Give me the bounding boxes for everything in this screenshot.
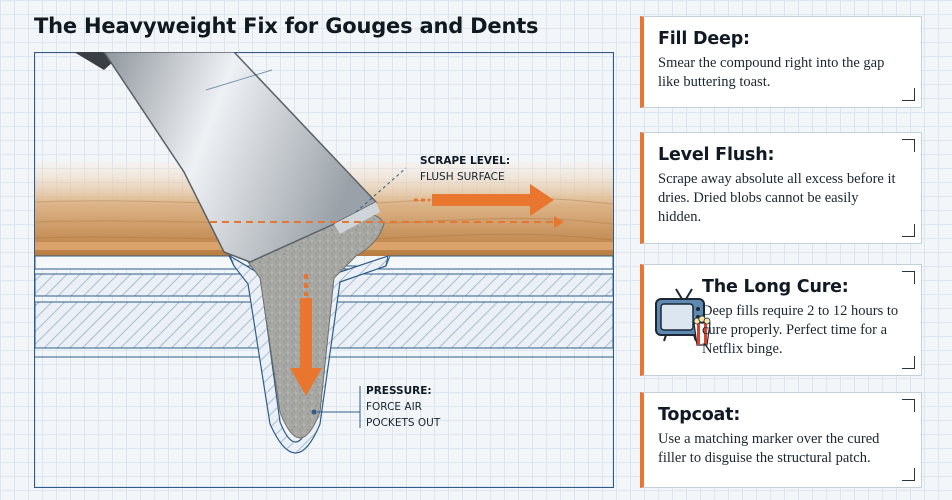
card-long-cure: The Long Cure: Deep fills require 2 to 1… bbox=[640, 264, 922, 376]
card-text: Scrape away absolute all excess before i… bbox=[658, 171, 896, 225]
pressure-line-2: POCKETS OUT bbox=[366, 417, 441, 429]
putty-knife-icon bbox=[74, 52, 380, 263]
diagram-frame bbox=[34, 52, 614, 488]
gouge-wall bbox=[228, 254, 389, 454]
corner-mark bbox=[902, 468, 915, 481]
popcorn-icon bbox=[693, 315, 711, 346]
corner-mark bbox=[902, 139, 915, 152]
corner-mark bbox=[902, 271, 915, 284]
cross-section-diagram: SCRAPE LEVEL: FLUSH SURFACE PRESSURE: FO… bbox=[34, 52, 614, 488]
scrape-level-title: SCRAPE LEVEL: bbox=[420, 155, 510, 167]
card-fill-deep: Fill Deep: Smear the compound right into… bbox=[640, 16, 922, 108]
page-title: The Heavyweight Fix for Gouges and Dents bbox=[34, 14, 539, 38]
pressure-point bbox=[311, 409, 317, 415]
scrape-leader bbox=[355, 167, 407, 213]
card-text: Smear the compound right into the gap li… bbox=[658, 55, 885, 90]
corner-mark bbox=[902, 224, 915, 237]
card-title: Level Flush: bbox=[658, 145, 775, 165]
card-level-flush: Level Flush: Scrape away absolute all ex… bbox=[640, 132, 922, 244]
card-topcoat: Topcoat: Use a matching marker over the … bbox=[640, 392, 922, 488]
card-title: Fill Deep: bbox=[658, 29, 750, 49]
arrow-down-icon bbox=[290, 274, 322, 396]
arrow-right-icon bbox=[414, 184, 554, 216]
card-text: Use a matching marker over the cured fil… bbox=[658, 431, 880, 466]
corner-mark bbox=[902, 88, 915, 101]
card-title: Topcoat: bbox=[658, 405, 741, 425]
pressure-line-1: FORCE AIR bbox=[366, 401, 422, 413]
card-title: The Long Cure: bbox=[702, 277, 849, 297]
pressure-title: PRESSURE: bbox=[366, 385, 432, 397]
level-guide-tip bbox=[554, 216, 564, 228]
scrape-level-text: FLUSH SURFACE bbox=[420, 171, 505, 183]
card-text: Deep fills require 2 to 12 hours to cure… bbox=[702, 303, 899, 357]
corner-mark bbox=[902, 356, 915, 369]
retro-tv-icon bbox=[655, 288, 711, 346]
corner-mark bbox=[902, 399, 915, 412]
